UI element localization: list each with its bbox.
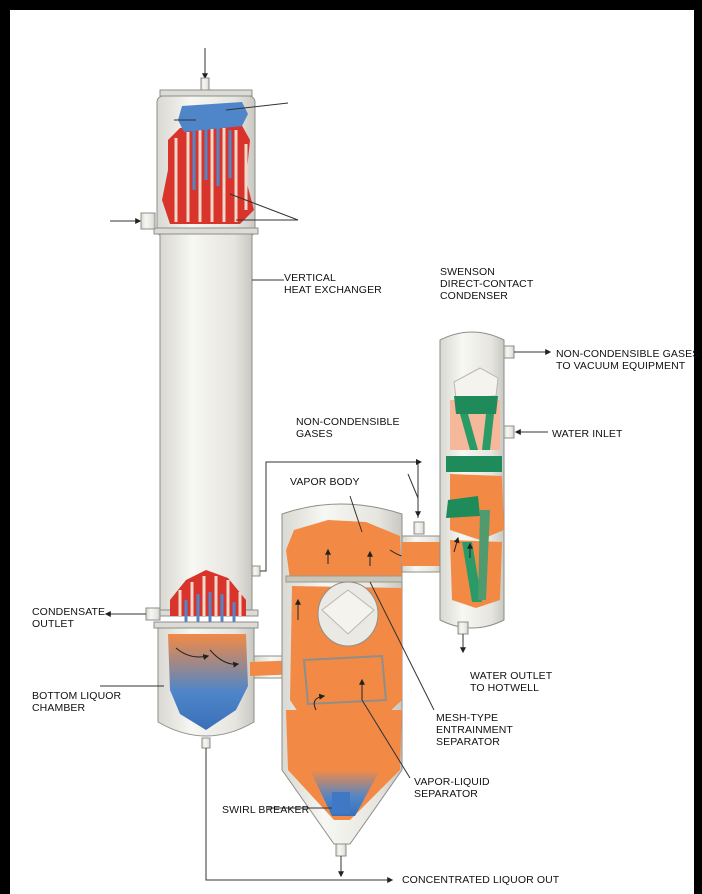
direct-contact-condenser bbox=[440, 332, 514, 634]
label-non-condensible-to-vacuum: NON-CONDENSIBLE GASES TO VACUUM EQUIPMEN… bbox=[556, 348, 699, 372]
label-condenser: SWENSON DIRECT-CONTACT CONDENSER bbox=[440, 266, 533, 302]
label-vapor-body: VAPOR BODY bbox=[290, 476, 360, 488]
evaporator-diagram bbox=[10, 10, 694, 894]
label-water-inlet: WATER INLET bbox=[552, 428, 623, 440]
diagram-frame: VERTICAL HEAT EXCHANGER SWENSON DIRECT-C… bbox=[10, 10, 694, 894]
label-water-outlet: WATER OUTLET TO HOTWELL bbox=[470, 670, 552, 694]
label-mesh-separator: MESH-TYPE ENTRAINMENT SEPARATOR bbox=[436, 712, 513, 748]
label-condensate-outlet: CONDENSATE OUTLET bbox=[32, 606, 105, 630]
vertical-heat-exchanger bbox=[110, 48, 304, 748]
label-swirl-breaker: SWIRL BREAKER bbox=[222, 804, 309, 816]
label-concentrated-liquor-out: CONCENTRATED LIQUOR OUT bbox=[402, 874, 559, 886]
label-vertical-heat-exchanger: VERTICAL HEAT EXCHANGER bbox=[284, 272, 382, 296]
label-non-condensible-gases: NON-CONDENSIBLE GASES bbox=[296, 416, 400, 440]
label-bottom-liquor-chamber: BOTTOM LIQUOR CHAMBER bbox=[32, 690, 121, 714]
label-vapor-liquid-separator: VAPOR-LIQUID SEPARATOR bbox=[414, 776, 490, 800]
